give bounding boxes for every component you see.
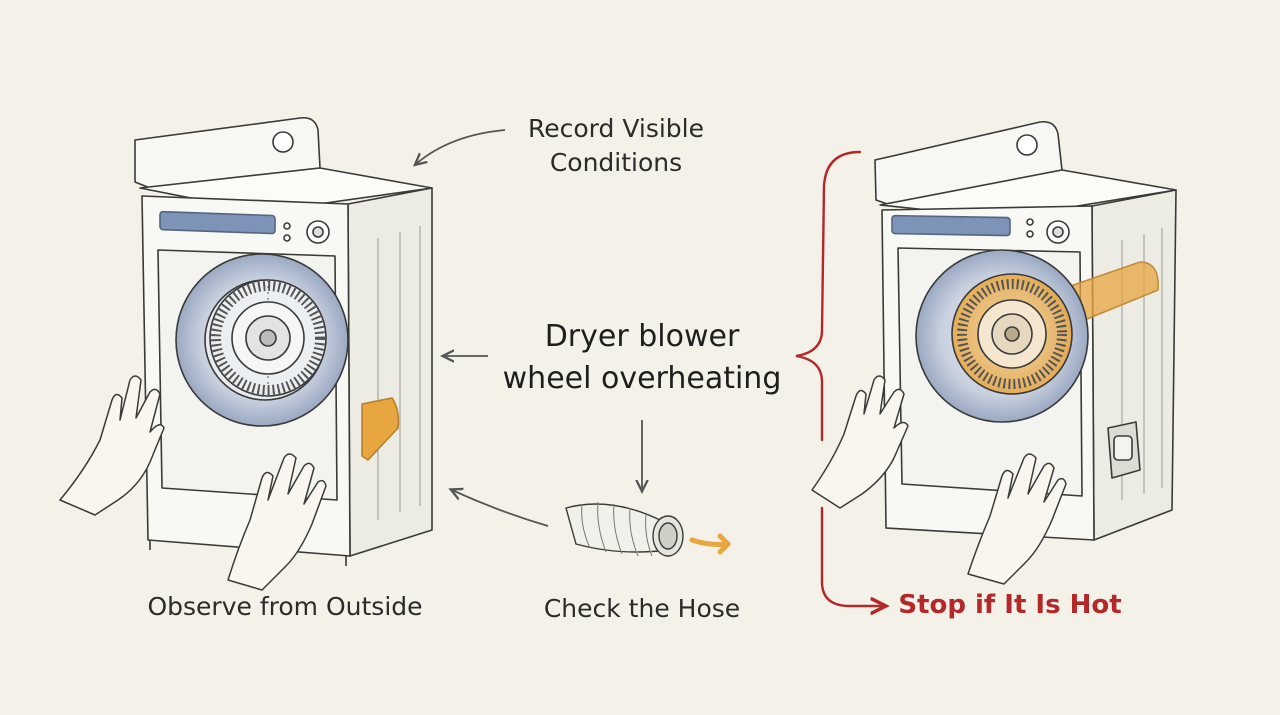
- observe-label: Observe from Outside: [147, 592, 423, 621]
- stop-warning-label: Stop if It Is Hot: [898, 590, 1122, 620]
- dryer-right: [874, 120, 1177, 541]
- record-line-1: Record Visible: [528, 114, 704, 143]
- hands-right: [811, 375, 1067, 585]
- dial-knob-icon: [272, 131, 294, 153]
- title-line-1: Dryer blower: [544, 319, 740, 354]
- warning-bracket: [795, 150, 862, 442]
- dryer-left: [134, 116, 433, 566]
- dryer-hose: [565, 501, 684, 557]
- hose-label: Check the Hose: [543, 594, 741, 623]
- blower-wheel-right-hot: [951, 273, 1073, 395]
- arrow-to-record: [416, 129, 506, 164]
- record-conditions-label: Record Visible Conditions: [500, 112, 732, 180]
- title-line-2: wheel overheating: [502, 361, 782, 396]
- diagram-title: Dryer blower wheel overheating: [482, 316, 802, 400]
- blower-wheel-left: [209, 279, 327, 397]
- heat-flow-arrow: [689, 533, 731, 555]
- control-display-right: [891, 214, 1011, 237]
- record-line-2: Conditions: [549, 148, 683, 177]
- arrow-hose-to-dryer: [452, 490, 549, 527]
- control-display: [159, 210, 276, 235]
- warning-arrow: [820, 506, 884, 606]
- hands-left: [59, 375, 327, 591]
